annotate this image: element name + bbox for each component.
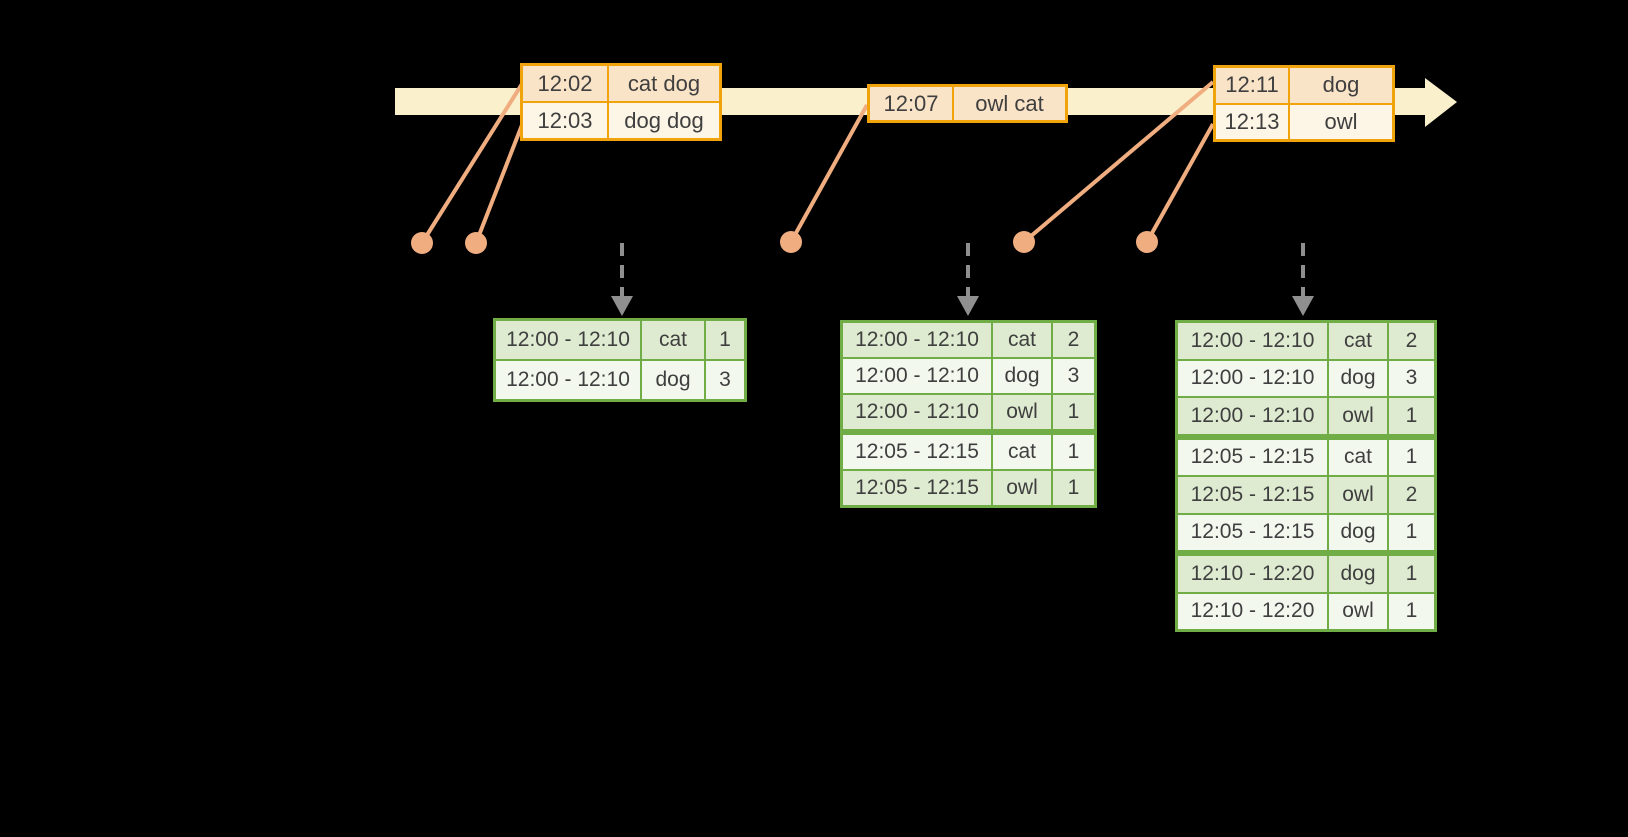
word-cell: dog <box>1329 556 1387 592</box>
table-row: 12:05 - 12:15 owl 1 <box>843 471 1094 505</box>
table-row: 12:00 - 12:10 dog 3 <box>1178 360 1434 396</box>
word-cell: owl <box>1329 593 1387 629</box>
window-cell: 12:05 - 12:15 <box>843 471 991 505</box>
event-row: 12:02 cat dog <box>523 66 719 101</box>
event-box-2: 12:07 owl cat <box>867 84 1068 123</box>
event-time: 12:07 <box>870 87 952 120</box>
table-row: 12:00 - 12:10 cat 2 <box>1178 323 1434 359</box>
window-cell: 12:10 - 12:20 <box>1178 556 1327 592</box>
word-cell: owl <box>1329 477 1387 513</box>
window-cell: 12:10 - 12:20 <box>1178 593 1327 629</box>
event-words: dog <box>1290 68 1392 103</box>
trigger-arrow <box>611 243 633 316</box>
count-cell: 1 <box>1389 439 1434 475</box>
word-cell: cat <box>993 323 1051 357</box>
trigger-arrowhead-icon <box>611 296 633 316</box>
table-row: 12:05 - 12:15 dog 1 <box>1178 514 1434 550</box>
table-row: 12:00 - 12:10 cat 2 <box>843 323 1094 357</box>
window-cell: 12:00 - 12:10 <box>1178 398 1327 434</box>
event-link-line <box>789 104 869 243</box>
event-row: 12:13 owl <box>1216 104 1392 139</box>
event-time: 12:11 <box>1216 68 1288 103</box>
event-link-line <box>420 82 524 245</box>
window-cell: 12:05 - 12:15 <box>1178 439 1327 475</box>
event-link-line <box>1145 123 1215 243</box>
table-row: 12:00 - 12:10 owl 1 <box>1178 398 1434 434</box>
event-box-1: 12:02 cat dog 12:03 dog dog <box>520 63 722 141</box>
count-cell: 1 <box>1389 398 1434 434</box>
event-box-3: 12:11 dog 12:13 owl <box>1213 65 1395 142</box>
event-words: owl <box>1290 104 1392 139</box>
window-cell: 12:00 - 12:10 <box>496 361 640 399</box>
event-words: dog dog <box>609 103 719 138</box>
event-dot <box>780 231 802 253</box>
trigger-arrow <box>1292 243 1314 316</box>
table-row: 12:00 - 12:10 dog 3 <box>496 361 744 399</box>
count-cell: 3 <box>706 361 744 399</box>
event-row: 12:03 dog dog <box>523 103 719 138</box>
window-cell: 12:00 - 12:10 <box>1178 323 1327 359</box>
event-row: 12:07 owl cat <box>870 87 1065 120</box>
event-dot <box>1136 231 1158 253</box>
event-time-axis-arrowhead-icon <box>1425 78 1457 127</box>
count-cell: 1 <box>1053 395 1094 429</box>
table-row: 12:00 - 12:10 dog 3 <box>843 359 1094 393</box>
count-cell: 1 <box>1053 471 1094 505</box>
event-dot <box>465 232 487 254</box>
word-cell: cat <box>642 321 704 359</box>
word-cell: owl <box>993 471 1051 505</box>
event-time: 12:13 <box>1216 104 1288 139</box>
word-cell: cat <box>993 435 1051 469</box>
window-cell: 12:00 - 12:10 <box>1178 360 1327 396</box>
table-row: 12:05 - 12:15 owl 2 <box>1178 477 1434 513</box>
window-cell: 12:00 - 12:10 <box>843 323 991 357</box>
window-cell: 12:05 - 12:15 <box>843 435 991 469</box>
event-words: owl cat <box>954 87 1065 120</box>
trigger-arrow <box>957 243 979 316</box>
word-cell: owl <box>1329 398 1387 434</box>
count-cell: 2 <box>1053 323 1094 357</box>
word-cell: dog <box>1329 514 1387 550</box>
result-table-3: 12:00 - 12:10 cat 2 12:00 - 12:10 dog 3 … <box>1175 320 1437 632</box>
count-cell: 1 <box>1389 514 1434 550</box>
table-row: 12:10 - 12:20 dog 1 <box>1178 556 1434 592</box>
count-cell: 3 <box>1053 359 1094 393</box>
table-row: 12:00 - 12:10 cat 1 <box>496 321 744 359</box>
event-words: cat dog <box>609 66 719 101</box>
word-cell: owl <box>993 395 1051 429</box>
trigger-arrowhead-icon <box>957 296 979 316</box>
window-cell: 12:05 - 12:15 <box>1178 514 1327 550</box>
count-cell: 2 <box>1389 323 1434 359</box>
event-time: 12:03 <box>523 103 607 138</box>
count-cell: 1 <box>1389 593 1434 629</box>
window-cell: 12:00 - 12:10 <box>496 321 640 359</box>
table-row: 12:10 - 12:20 owl 1 <box>1178 593 1434 629</box>
table-row: 12:05 - 12:15 cat 1 <box>843 435 1094 469</box>
event-link-line <box>1022 80 1215 244</box>
count-cell: 1 <box>706 321 744 359</box>
window-cell: 12:00 - 12:10 <box>843 359 991 393</box>
count-cell: 1 <box>1389 556 1434 592</box>
word-cell: dog <box>993 359 1051 393</box>
event-link-line <box>474 124 524 244</box>
result-table-1: 12:00 - 12:10 cat 1 12:00 - 12:10 dog 3 <box>493 318 747 402</box>
result-table-2: 12:00 - 12:10 cat 2 12:00 - 12:10 dog 3 … <box>840 320 1097 508</box>
event-row: 12:11 dog <box>1216 68 1392 103</box>
word-cell: cat <box>1329 439 1387 475</box>
window-cell: 12:05 - 12:15 <box>1178 477 1327 513</box>
event-time: 12:02 <box>523 66 607 101</box>
event-dot <box>411 232 433 254</box>
table-row: 12:00 - 12:10 owl 1 <box>843 395 1094 429</box>
word-cell: cat <box>1329 323 1387 359</box>
count-cell: 3 <box>1389 360 1434 396</box>
word-cell: dog <box>1329 360 1387 396</box>
trigger-arrowhead-icon <box>1292 296 1314 316</box>
count-cell: 1 <box>1053 435 1094 469</box>
event-dot <box>1013 231 1035 253</box>
window-cell: 12:00 - 12:10 <box>843 395 991 429</box>
table-row: 12:05 - 12:15 cat 1 <box>1178 439 1434 475</box>
count-cell: 2 <box>1389 477 1434 513</box>
word-cell: dog <box>642 361 704 399</box>
